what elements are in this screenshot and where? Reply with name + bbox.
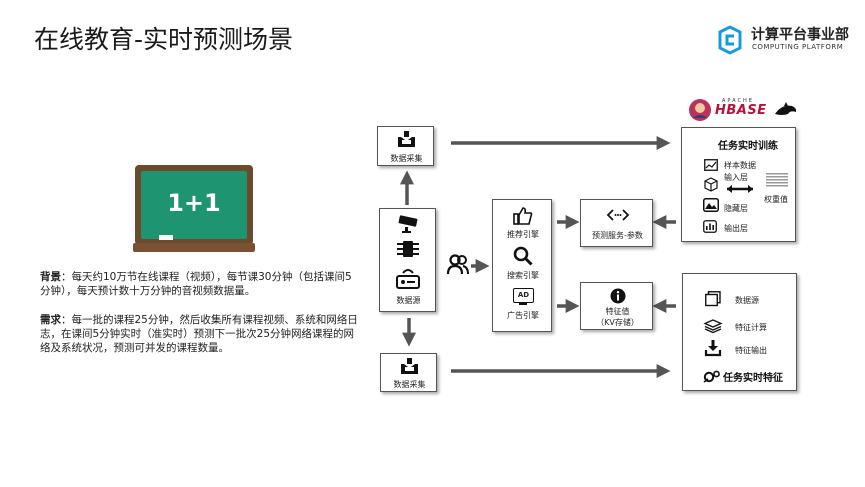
orca-icon	[775, 102, 797, 115]
copy-icon	[705, 291, 721, 307]
cube-icon	[704, 177, 718, 192]
download-icon	[704, 340, 722, 357]
feature-source-label: 数据源	[735, 296, 759, 305]
training-sample-label: 样本数据	[724, 161, 756, 170]
brand-subtitle: COMPUTING PLATFORM	[752, 43, 844, 51]
ad-icon-stand	[519, 303, 527, 305]
engine-label-ad: 广告引擎	[507, 311, 539, 320]
background-text: ：每天约10万节在线课程（视频），每节课30分钟（包括课间5分钟），每天预计数十…	[40, 271, 352, 297]
ad-icon: AD	[513, 288, 534, 303]
feature-value-storage: （KV存储）	[596, 318, 639, 327]
engine-label-recommend: 推荐引擎	[507, 230, 539, 239]
collect-top-box: 数据采集	[377, 126, 434, 166]
hbase-apache-text: APACHE	[722, 98, 754, 104]
chalkboard-illustration: 1+1	[133, 163, 255, 255]
collect-bottom-box: 数据采集	[380, 353, 437, 392]
bar-chart-icon	[703, 220, 717, 233]
feature-value-box: 特征值 （KV存储）	[580, 282, 653, 330]
double-arrow-icon	[727, 185, 753, 193]
data-source-box: 数据源	[379, 208, 436, 312]
feature-value-label: 特征值	[605, 307, 630, 316]
brand-logo: 计算平台事业部 COMPUTING PLATFORM	[716, 24, 849, 58]
engines-box: 推荐引擎 搜索引擎 AD 广告引擎	[492, 199, 552, 332]
collect-bottom-label: 数据采集	[393, 380, 426, 389]
hbase-avatar-icon	[689, 99, 711, 121]
training-input-label: 输入层	[724, 173, 748, 182]
computing-platform-icon	[718, 25, 742, 55]
requirement-label: 需求	[40, 314, 61, 326]
router-icon	[396, 269, 420, 289]
requirement-text: ：每一批的课程25分钟，然后收集所有课程视频、系统和网络日志，在课间5分钟实时（…	[40, 314, 358, 354]
page-title: 在线教育-实时预测场景	[34, 25, 294, 54]
predict-service-box: 预测服务-参数	[580, 199, 653, 247]
feature-title: 任务实时特征	[723, 373, 783, 384]
hbase-logo: APACHE HBASE	[688, 98, 800, 124]
training-hidden-label: 隐藏层	[724, 204, 748, 213]
code-icon	[606, 209, 630, 221]
background-paragraph: 背景：每天约10万节在线课程（视频），每节课30分钟（包括课间5分钟），每天预计…	[40, 270, 360, 298]
server-icon	[397, 241, 419, 257]
predict-service-label: 预测服务-参数	[592, 231, 643, 240]
hbase-name: HBASE	[715, 103, 767, 118]
search-icon	[513, 246, 533, 266]
engine-label-search: 搜索引擎	[507, 271, 539, 280]
data-source-label: 数据源	[396, 296, 421, 305]
training-title: 任务实时训练	[718, 141, 778, 152]
weights-matrix-icon	[766, 173, 788, 187]
board-text: 1+1	[167, 189, 221, 217]
background-label: 背景	[40, 271, 61, 283]
training-output-label: 输出层	[724, 224, 748, 233]
thumbs-up-icon	[513, 207, 533, 225]
feature-compute-label: 特征计算	[735, 323, 767, 332]
collect-icon	[398, 131, 415, 147]
feature-box: 数据源 特征计算 特征输出 任务实时特征	[682, 273, 797, 391]
users-icon	[446, 254, 469, 275]
collect-icon	[401, 358, 418, 374]
gears-icon	[703, 370, 720, 383]
camera-icon	[398, 215, 418, 233]
training-box: 任务实时训练 样本数据 输入层 权重值 隐藏层 输出层	[681, 127, 796, 242]
training-weights-label: 权重值	[764, 195, 788, 204]
feature-output-label: 特征输出	[735, 346, 767, 355]
chart-icon	[704, 159, 718, 171]
info-icon	[610, 288, 626, 304]
image-icon	[703, 198, 719, 212]
collect-top-label: 数据采集	[390, 154, 423, 163]
brand-name: 计算平台事业部	[751, 27, 849, 43]
layers-icon	[703, 319, 723, 334]
requirement-paragraph: 需求：每一批的课程25分钟，然后收集所有课程视频、系统和网络日志，在课间5分钟实…	[40, 313, 360, 355]
